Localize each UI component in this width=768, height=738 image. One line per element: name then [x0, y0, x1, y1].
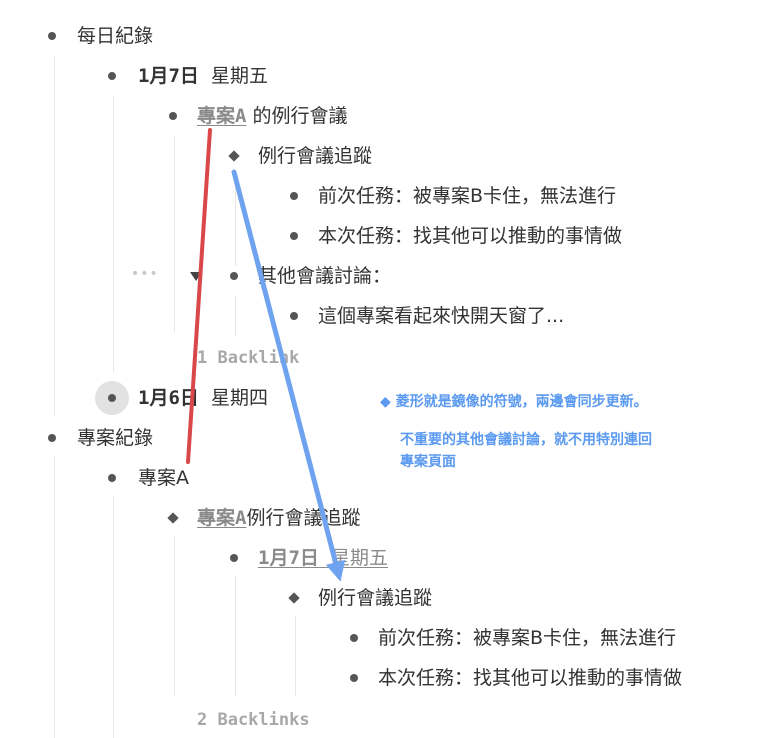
bullet-icon[interactable]	[290, 232, 298, 240]
project-a-text: 專案A	[138, 467, 189, 489]
guide-line	[235, 296, 236, 336]
annotation-note-line1: ◆ 菱形就是鏡像的符號，兩邊會同步更新。	[380, 394, 648, 410]
bullet-icon[interactable]	[350, 634, 358, 642]
embed-followup-text: 例行會議追蹤	[246, 507, 361, 529]
bullet-icon[interactable]	[290, 312, 298, 320]
guide-line	[54, 56, 55, 416]
weekday-text: 星期四	[210, 387, 268, 409]
date-text: 1月6日	[138, 387, 199, 409]
weekday-text: 星期五	[210, 65, 268, 87]
block-jan6[interactable]: 1月6日 星期四	[138, 378, 268, 418]
guide-line	[235, 176, 236, 266]
more-options-icon[interactable]: •••	[131, 266, 159, 282]
blue-arrow-line	[231, 169, 346, 582]
block-jan7[interactable]: 1月7日 星期五	[138, 56, 268, 96]
bullet-icon[interactable]	[230, 554, 238, 562]
date-text: 1月7日	[258, 547, 319, 569]
block-daily-log[interactable]: 每日紀錄	[77, 25, 154, 47]
guide-line	[113, 96, 114, 372]
backlink-count-1[interactable]: 1 Backlink	[197, 348, 300, 368]
date-text: 1月7日	[138, 65, 199, 87]
bullet-icon[interactable]	[169, 112, 177, 120]
block-meeting[interactable]: 專案A 的例行會議	[197, 96, 348, 136]
page-reference-link[interactable]: 專案A	[197, 507, 247, 529]
page-reference-link[interactable]: 專案A	[197, 105, 247, 127]
bullet-icon[interactable]	[350, 674, 358, 682]
meeting-text: 的例行會議	[252, 105, 348, 127]
collapse-caret-icon[interactable]	[190, 272, 202, 281]
block-this-task[interactable]: 本次任務：找其他可以推動的事情做	[318, 225, 623, 247]
block-other-discussion[interactable]: 其他會議討論：	[258, 265, 392, 287]
date-reference-link[interactable]: 1月7日 星期五	[258, 547, 388, 569]
block-mirror-this-task[interactable]: 本次任務：找其他可以推動的事情做	[378, 667, 683, 689]
guide-line	[54, 456, 55, 738]
bullet-icon[interactable]	[108, 474, 116, 482]
backlink-count-2[interactable]: 2 Backlinks	[197, 710, 310, 730]
block-project-log[interactable]: 專案紀錄	[77, 427, 154, 449]
block-embed-date[interactable]: 1月7日 星期五	[258, 538, 388, 578]
annotation-note-line3: 專案頁面	[400, 454, 456, 470]
guide-line	[174, 536, 175, 696]
block-mirror-followup[interactable]: 例行會議追蹤	[318, 587, 433, 609]
other-item-text: 這個專案看起來快開天窗了...	[318, 305, 565, 327]
block-followup[interactable]: 例行會議追蹤	[258, 145, 373, 167]
guide-line	[235, 576, 236, 696]
block-project-a[interactable]: 專案A	[138, 458, 189, 498]
bullet-icon[interactable]	[290, 192, 298, 200]
bullet-icon[interactable]	[230, 272, 238, 280]
bullet-icon[interactable]	[108, 394, 116, 402]
block-other-item[interactable]: 這個專案看起來快開天窗了...	[318, 296, 564, 336]
block-embed-followup[interactable]: 專案A例行會議追蹤	[197, 498, 360, 538]
annotation-note-line2: 不重要的其他會議討論，就不用特別連回	[400, 432, 652, 448]
weekday-text: 星期五	[330, 547, 388, 569]
block-mirror-prev-task[interactable]: 前次任務：被專案B卡住，無法進行	[378, 627, 677, 649]
guide-line	[295, 616, 296, 696]
block-prev-task[interactable]: 前次任務：被專案B卡住，無法進行	[318, 185, 617, 207]
guide-line	[174, 136, 175, 332]
red-arrow-line	[186, 128, 212, 464]
bullet-icon[interactable]	[48, 32, 56, 40]
guide-line	[113, 496, 114, 738]
bullet-icon[interactable]	[48, 434, 56, 442]
bullet-icon[interactable]	[108, 72, 116, 80]
